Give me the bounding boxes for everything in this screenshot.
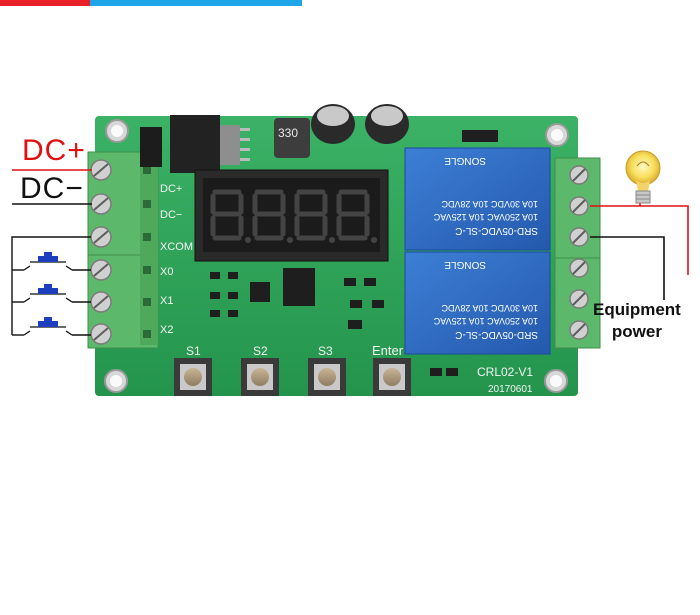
dc-plus-label: DC+ bbox=[22, 134, 86, 167]
svg-text:330: 330 bbox=[278, 126, 298, 140]
dc-minus-label: DC− bbox=[20, 172, 84, 205]
voltage-regulator bbox=[170, 115, 250, 173]
svg-text:S1: S1 bbox=[186, 344, 201, 358]
button-silk-labels: S1 S2 S3 Enter bbox=[186, 343, 404, 358]
svg-text:10A 250VAC 10A 125VAC: 10A 250VAC 10A 125VAC bbox=[433, 316, 538, 326]
right-terminal-block bbox=[554, 157, 601, 349]
svg-text:DC+: DC+ bbox=[160, 183, 182, 195]
svg-text:SRD-05VDC-SL-C: SRD-05VDC-SL-C bbox=[455, 329, 538, 340]
svg-text:SONGLE: SONGLE bbox=[444, 259, 486, 270]
svg-text:20170601: 20170601 bbox=[488, 384, 533, 395]
inductor: 330 bbox=[274, 118, 310, 158]
svg-text:XCOM: XCOM bbox=[160, 241, 193, 253]
svg-text:10A 30VDC 10A 28VDC: 10A 30VDC 10A 28VDC bbox=[441, 199, 538, 209]
relay-bottom: SRD-05VDC-SL-C 10A 250VAC 10A 125VAC 10A… bbox=[404, 251, 551, 355]
equipment-power-line2: power bbox=[611, 322, 662, 341]
switch-wiring bbox=[11, 236, 91, 336]
svg-text:X2: X2 bbox=[160, 324, 173, 336]
left-terminal-block bbox=[87, 151, 159, 349]
svg-text:S2: S2 bbox=[253, 344, 268, 358]
dc-wiring bbox=[12, 169, 92, 205]
equipment-power-label: Equipment power bbox=[593, 299, 681, 343]
svg-text:S3: S3 bbox=[318, 344, 333, 358]
model-silk: CRL02-V1 20170601 bbox=[477, 365, 533, 395]
mounting-holes bbox=[104, 119, 569, 393]
diode bbox=[140, 127, 162, 167]
svg-text:Enter: Enter bbox=[372, 343, 404, 358]
svg-text:DC−: DC− bbox=[160, 209, 182, 221]
svg-text:SRD-05VDC-SL-C: SRD-05VDC-SL-C bbox=[455, 225, 538, 236]
svg-text:10A 250VAC 10A 125VAC: 10A 250VAC 10A 125VAC bbox=[433, 212, 538, 222]
svg-text:10A 30VDC 10A 28VDC: 10A 30VDC 10A 28VDC bbox=[441, 303, 538, 313]
svg-text:CRL02-V1: CRL02-V1 bbox=[477, 365, 533, 379]
seven-segment-display bbox=[194, 169, 389, 262]
capacitors bbox=[311, 104, 409, 144]
tactile-buttons bbox=[174, 358, 411, 396]
relay-top: SRD-05VDC-SL-C 10A 250VAC 10A 125VAC 10A… bbox=[404, 147, 551, 251]
push-switches bbox=[23, 252, 73, 336]
top-chip bbox=[462, 130, 498, 142]
smd-components bbox=[210, 268, 458, 376]
top-bar-blue bbox=[90, 0, 302, 6]
equipment-power-line1: Equipment bbox=[593, 300, 681, 319]
terminal-silk-labels: DC+ DC− XCOM X0 X1 X2 bbox=[160, 183, 193, 336]
svg-text:SONGLE: SONGLE bbox=[444, 155, 486, 166]
svg-text:X0: X0 bbox=[160, 266, 173, 278]
output-wiring bbox=[590, 200, 689, 300]
top-bar-red bbox=[0, 0, 90, 6]
light-bulb-icon bbox=[625, 150, 661, 204]
svg-text:X1: X1 bbox=[160, 295, 173, 307]
